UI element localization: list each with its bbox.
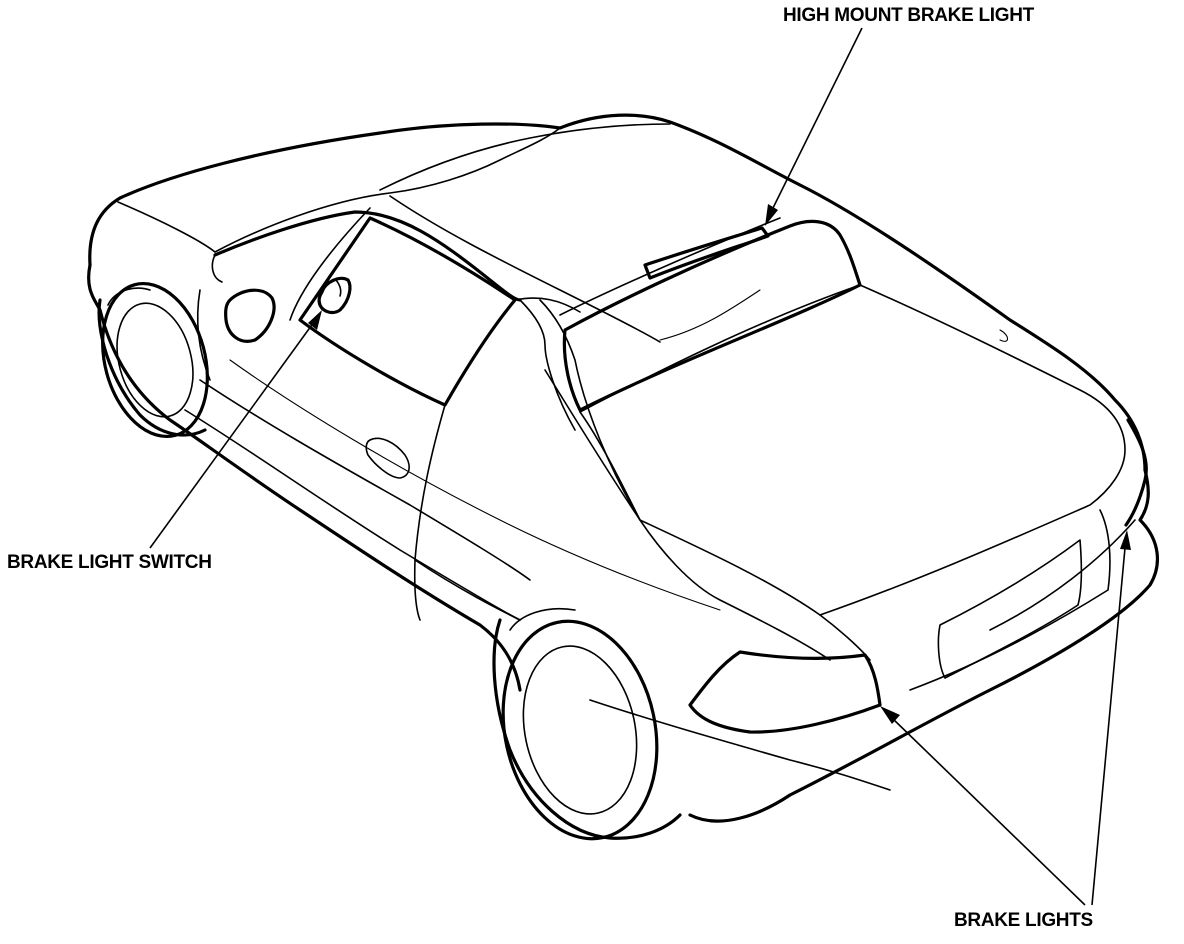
right-brake-light [1124, 418, 1148, 527]
rear-left-wheel [492, 607, 682, 841]
leader-brake-light-switch [149, 310, 322, 549]
high-mount-brake-light-label: HIGH MOUNT BRAKE LIGHT [783, 5, 1034, 26]
brake-light-switch-label: BRAKE LIGHT SWITCH [7, 552, 212, 573]
left-brake-light [688, 650, 882, 734]
brake-light-switch-icon [317, 276, 352, 315]
leader-brake-lights [880, 530, 1131, 906]
car-body [87, 113, 1159, 823]
leader-high-mount-brake-light [765, 27, 863, 226]
brake-lights-label: BRAKE LIGHTS [954, 910, 1093, 931]
front-left-wheel [97, 281, 209, 439]
